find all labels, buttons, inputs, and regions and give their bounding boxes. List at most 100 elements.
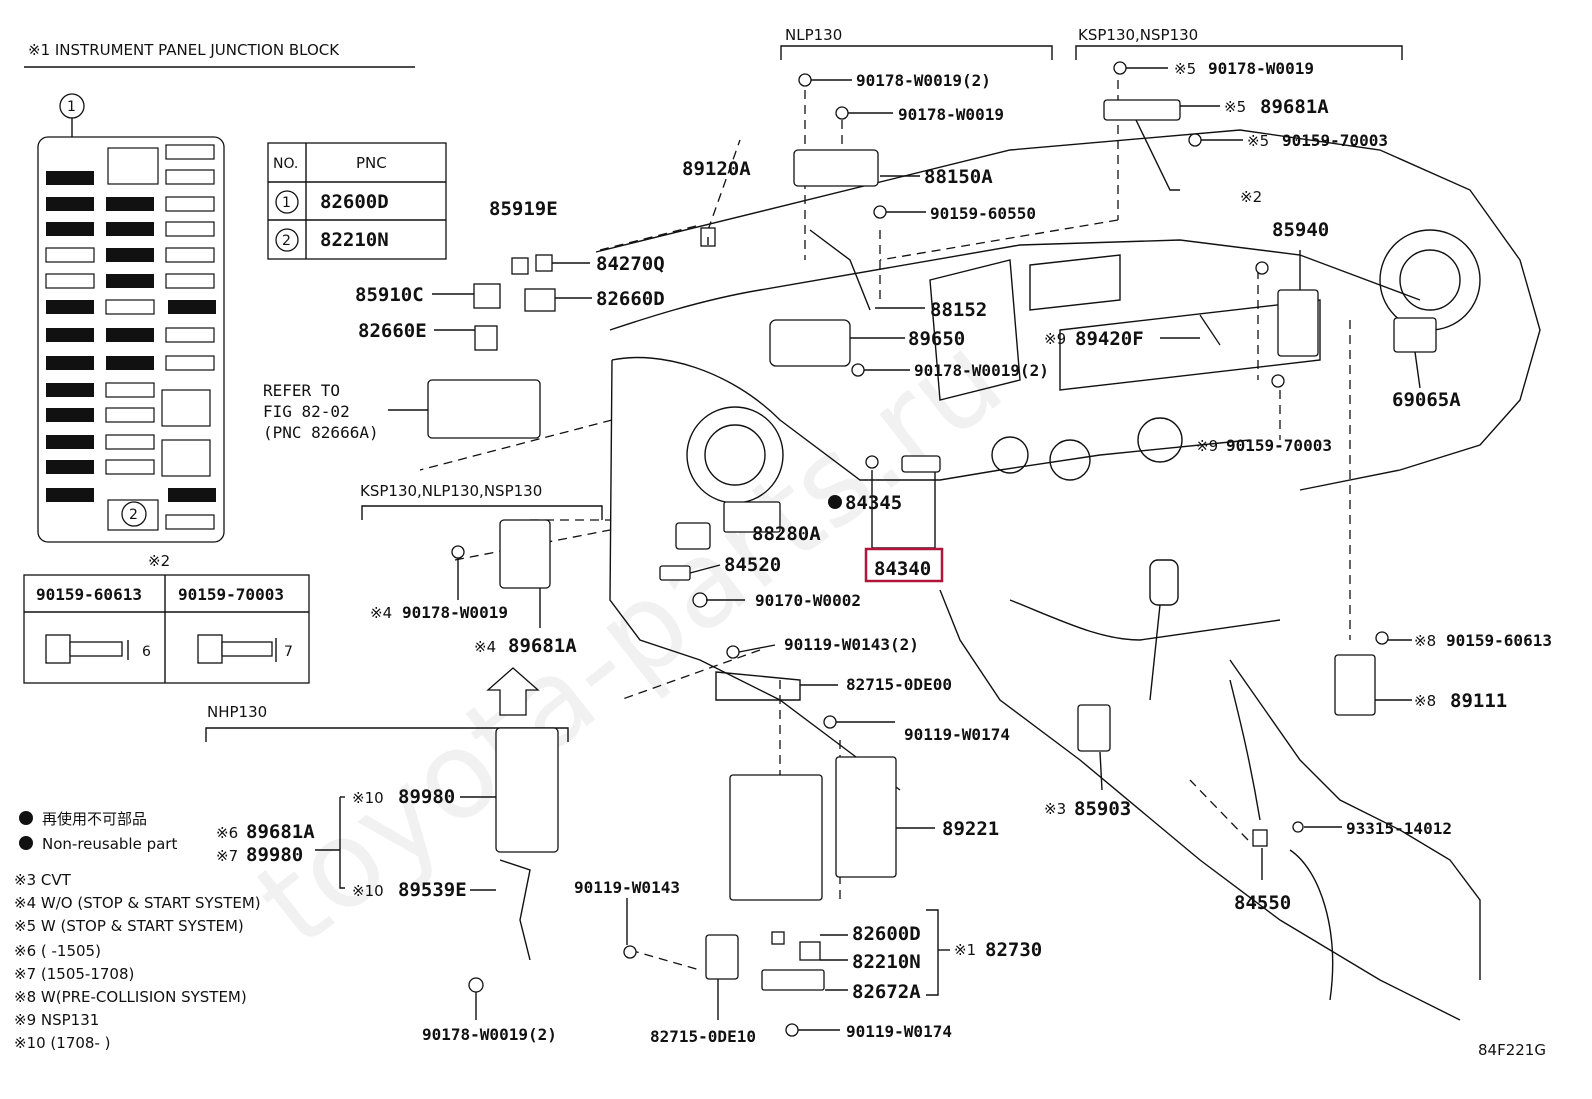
label-82715-0DE10[interactable]: 82715-0DE10 — [650, 1027, 756, 1046]
label-84270Q[interactable]: 84270Q — [596, 253, 665, 275]
refer-line2: FIG 82-02 — [263, 402, 350, 421]
pnc-table-header-no: NO. — [273, 156, 298, 172]
non-reusable-dot — [828, 495, 842, 509]
label-84550[interactable]: 84550 — [1234, 892, 1291, 914]
group-nhp130: NHP130 — [207, 703, 267, 721]
mark-5b: ※5 — [1224, 98, 1246, 116]
label-84340[interactable]: 84340 — [874, 558, 931, 580]
legend-note-8: ※8 W(PRE-COLLISION SYSTEM) — [14, 988, 247, 1006]
pnc-row-value: 82600D — [320, 191, 389, 213]
legend-note-6: ※6 ( -1505) — [14, 942, 101, 960]
legend-note-10: ※10 (1708- ) — [14, 1034, 110, 1052]
label-90119-W0143[interactable]: 90119-W0143 — [574, 878, 680, 897]
label-88280A[interactable]: 88280A — [752, 523, 821, 545]
junction-callout-1: 1 — [67, 99, 76, 115]
group-nlp130: NLP130 — [785, 26, 842, 44]
label-90159-70003-r[interactable]: 90159-70003 — [1226, 436, 1332, 455]
label-93315-14012[interactable]: 93315-14012 — [1346, 819, 1452, 838]
label-90119-W0174-b[interactable]: 90119-W0174 — [846, 1022, 952, 1041]
label-82672A[interactable]: 82672A — [852, 981, 921, 1003]
label-89980-7[interactable]: 89980 — [246, 844, 303, 866]
bolt-dim1: 6 — [142, 644, 151, 660]
bolt-col2: 90159-70003 — [178, 585, 284, 604]
component-sketches — [427, 61, 1437, 1037]
label-85910C[interactable]: 85910C — [355, 284, 424, 306]
label-88150A[interactable]: 88150A — [924, 166, 993, 188]
label-90119-W0143-2[interactable]: 90119-W0143(2) — [784, 635, 919, 654]
label-89650[interactable]: 89650 — [908, 328, 965, 350]
legend-note-5: ※5 W (STOP & START SYSTEM) — [14, 917, 244, 935]
bolt-icon — [197, 634, 277, 664]
label-89120A[interactable]: 89120A — [682, 158, 751, 180]
label-90119-W0174-a[interactable]: 90119-W0174 — [904, 725, 1010, 744]
label-90159-60550[interactable]: 90159-60550 — [930, 204, 1036, 223]
pnc-row-value: 82210N — [320, 229, 389, 251]
label-85940[interactable]: 85940 — [1272, 219, 1329, 241]
legend-reuse-jp: 再使用不可部品 — [42, 810, 147, 828]
mark-5c: ※5 — [1247, 132, 1269, 150]
group-ksp-nlp-nsp: KSP130,NLP130,NSP130 — [360, 482, 542, 500]
bolt-col1: 90159-60613 — [36, 585, 142, 604]
label-90178-W0019-ksp[interactable]: 90178-W0019 — [1208, 59, 1314, 78]
label-90178-W0019-4[interactable]: 90178-W0019 — [402, 603, 508, 622]
label-90170-W0002[interactable]: 90170-W0002 — [755, 591, 861, 610]
label-82600D[interactable]: 82600D — [852, 923, 921, 945]
mark-7: ※7 — [216, 847, 238, 865]
label-89420F[interactable]: 89420F — [1075, 328, 1144, 350]
pnc-table-header-pnc: PNC — [356, 154, 387, 172]
mark-4a: ※4 — [370, 604, 392, 622]
mark-9a: ※9 — [1044, 330, 1066, 348]
group-ksp-nsp: KSP130,NSP130 — [1078, 26, 1198, 44]
label-90159-60613[interactable]: 90159-60613 — [1446, 631, 1552, 650]
label-69065A[interactable]: 69065A — [1392, 389, 1461, 411]
label-84520[interactable]: 84520 — [724, 554, 781, 576]
mark-10a: ※10 — [352, 789, 384, 807]
mark-10b: ※10 — [352, 882, 384, 900]
pnc-row-no: 1 — [282, 195, 291, 211]
legend-note-7: ※7 (1505-1708) — [14, 965, 134, 983]
bolt-table: ※2 90159-60613 90159-70003 6 7 — [23, 552, 310, 684]
label-90178-W0019-2-mid[interactable]: 90178-W0019(2) — [914, 361, 1049, 380]
legend-note-4: ※4 W/O (STOP & START SYSTEM) — [14, 894, 261, 912]
refer-line3: (PNC 82666A) — [263, 423, 379, 442]
label-90178-W0019-top[interactable]: 90178-W0019 — [898, 105, 1004, 124]
label-85903[interactable]: 85903 — [1074, 798, 1131, 820]
label-85919E[interactable]: 85919E — [489, 198, 558, 220]
legend-note-3: ※3 CVT — [14, 871, 72, 889]
mark-8b: ※8 — [1414, 692, 1436, 710]
bolt-table-mark: ※2 — [148, 552, 170, 570]
label-89681A-ksp[interactable]: 89681A — [1260, 96, 1329, 118]
label-89681A-6[interactable]: 89681A — [246, 821, 315, 843]
label-88152[interactable]: 88152 — [930, 299, 987, 321]
pnc-table: NO. PNC 1 82600D 2 82210N — [267, 142, 447, 260]
figure-code: 84F221G — [1478, 1041, 1546, 1059]
mark-9b: ※9 — [1196, 437, 1218, 455]
part-leaders — [315, 67, 1421, 1031]
label-82730[interactable]: 82730 — [985, 939, 1042, 961]
label-89539E[interactable]: 89539E — [398, 879, 467, 901]
label-90159-70003-ksp[interactable]: 90159-70003 — [1282, 131, 1388, 150]
bolt-dim2: 7 — [284, 644, 293, 660]
mark-6: ※6 — [216, 824, 238, 842]
label-82660D[interactable]: 82660D — [596, 288, 665, 310]
refer-line1: REFER TO — [263, 381, 340, 400]
label-82715-0DE00[interactable]: 82715-0DE00 — [846, 675, 952, 694]
label-89111[interactable]: 89111 — [1450, 690, 1507, 712]
mark-2: ※2 — [1240, 188, 1262, 206]
label-89221[interactable]: 89221 — [942, 818, 999, 840]
label-90178-W0019-2-bot[interactable]: 90178-W0019(2) — [422, 1025, 557, 1044]
pnc-row-no: 2 — [282, 233, 291, 249]
junction-block-title: ※1 INSTRUMENT PANEL JUNCTION BLOCK — [28, 41, 340, 59]
label-84345[interactable]: 84345 — [845, 492, 902, 514]
label-89681A-4[interactable]: 89681A — [508, 635, 577, 657]
label-89980-10[interactable]: 89980 — [398, 786, 455, 808]
mark-8a: ※8 — [1414, 632, 1436, 650]
label-90178-W0019-2-top[interactable]: 90178-W0019(2) — [856, 71, 991, 90]
legend-note-9: ※9 NSP131 — [14, 1011, 99, 1029]
mark-3: ※3 — [1044, 800, 1066, 818]
mark-1: ※1 — [954, 941, 976, 959]
legend: 再使用不可部品 Non-reusable part ※3 CVT ※4 W/O … — [14, 810, 261, 1052]
label-82660E[interactable]: 82660E — [358, 320, 427, 342]
label-82210N[interactable]: 82210N — [852, 951, 921, 973]
bolt-icon — [45, 634, 129, 664]
